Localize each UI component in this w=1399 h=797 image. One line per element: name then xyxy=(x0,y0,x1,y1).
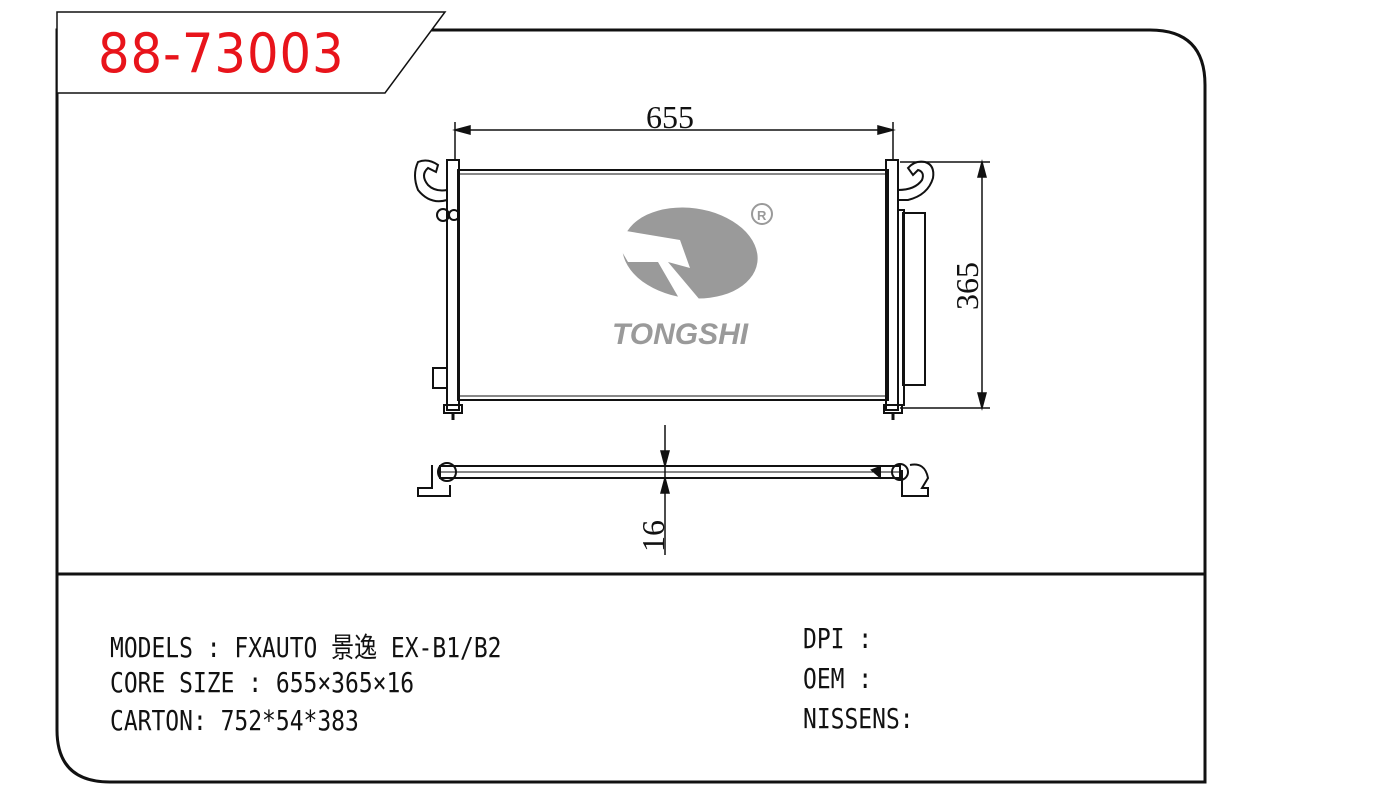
nissens-line: NISSENS: xyxy=(803,702,914,735)
width-dimension xyxy=(452,122,896,160)
condenser-front-view xyxy=(414,159,935,420)
oem-line: OEM : xyxy=(803,662,873,695)
core-size-line: CORE SIZE : 655×365×16 xyxy=(110,666,415,699)
models-line: MODELS : FXAUTO 景逸 EX-B1/B2 xyxy=(110,631,502,664)
height-label: 365 xyxy=(949,262,985,310)
logo-text: TONGSHI xyxy=(612,318,749,351)
carton-line: CARTON: 752*54*383 xyxy=(110,704,359,737)
part-number: 88-73003 xyxy=(98,22,345,85)
condenser-side-view xyxy=(417,462,930,497)
dpi-line: DPI : xyxy=(803,622,873,655)
title-tab xyxy=(56,11,447,94)
thickness-dimension xyxy=(660,425,670,555)
frame-border xyxy=(55,28,1207,784)
height-dimension xyxy=(900,159,990,411)
thickness-label: 16 xyxy=(635,520,671,552)
svg-text:R: R xyxy=(757,208,767,223)
tongshi-logo: R TONGSHI xyxy=(608,203,773,351)
width-label: 655 xyxy=(646,99,694,135)
